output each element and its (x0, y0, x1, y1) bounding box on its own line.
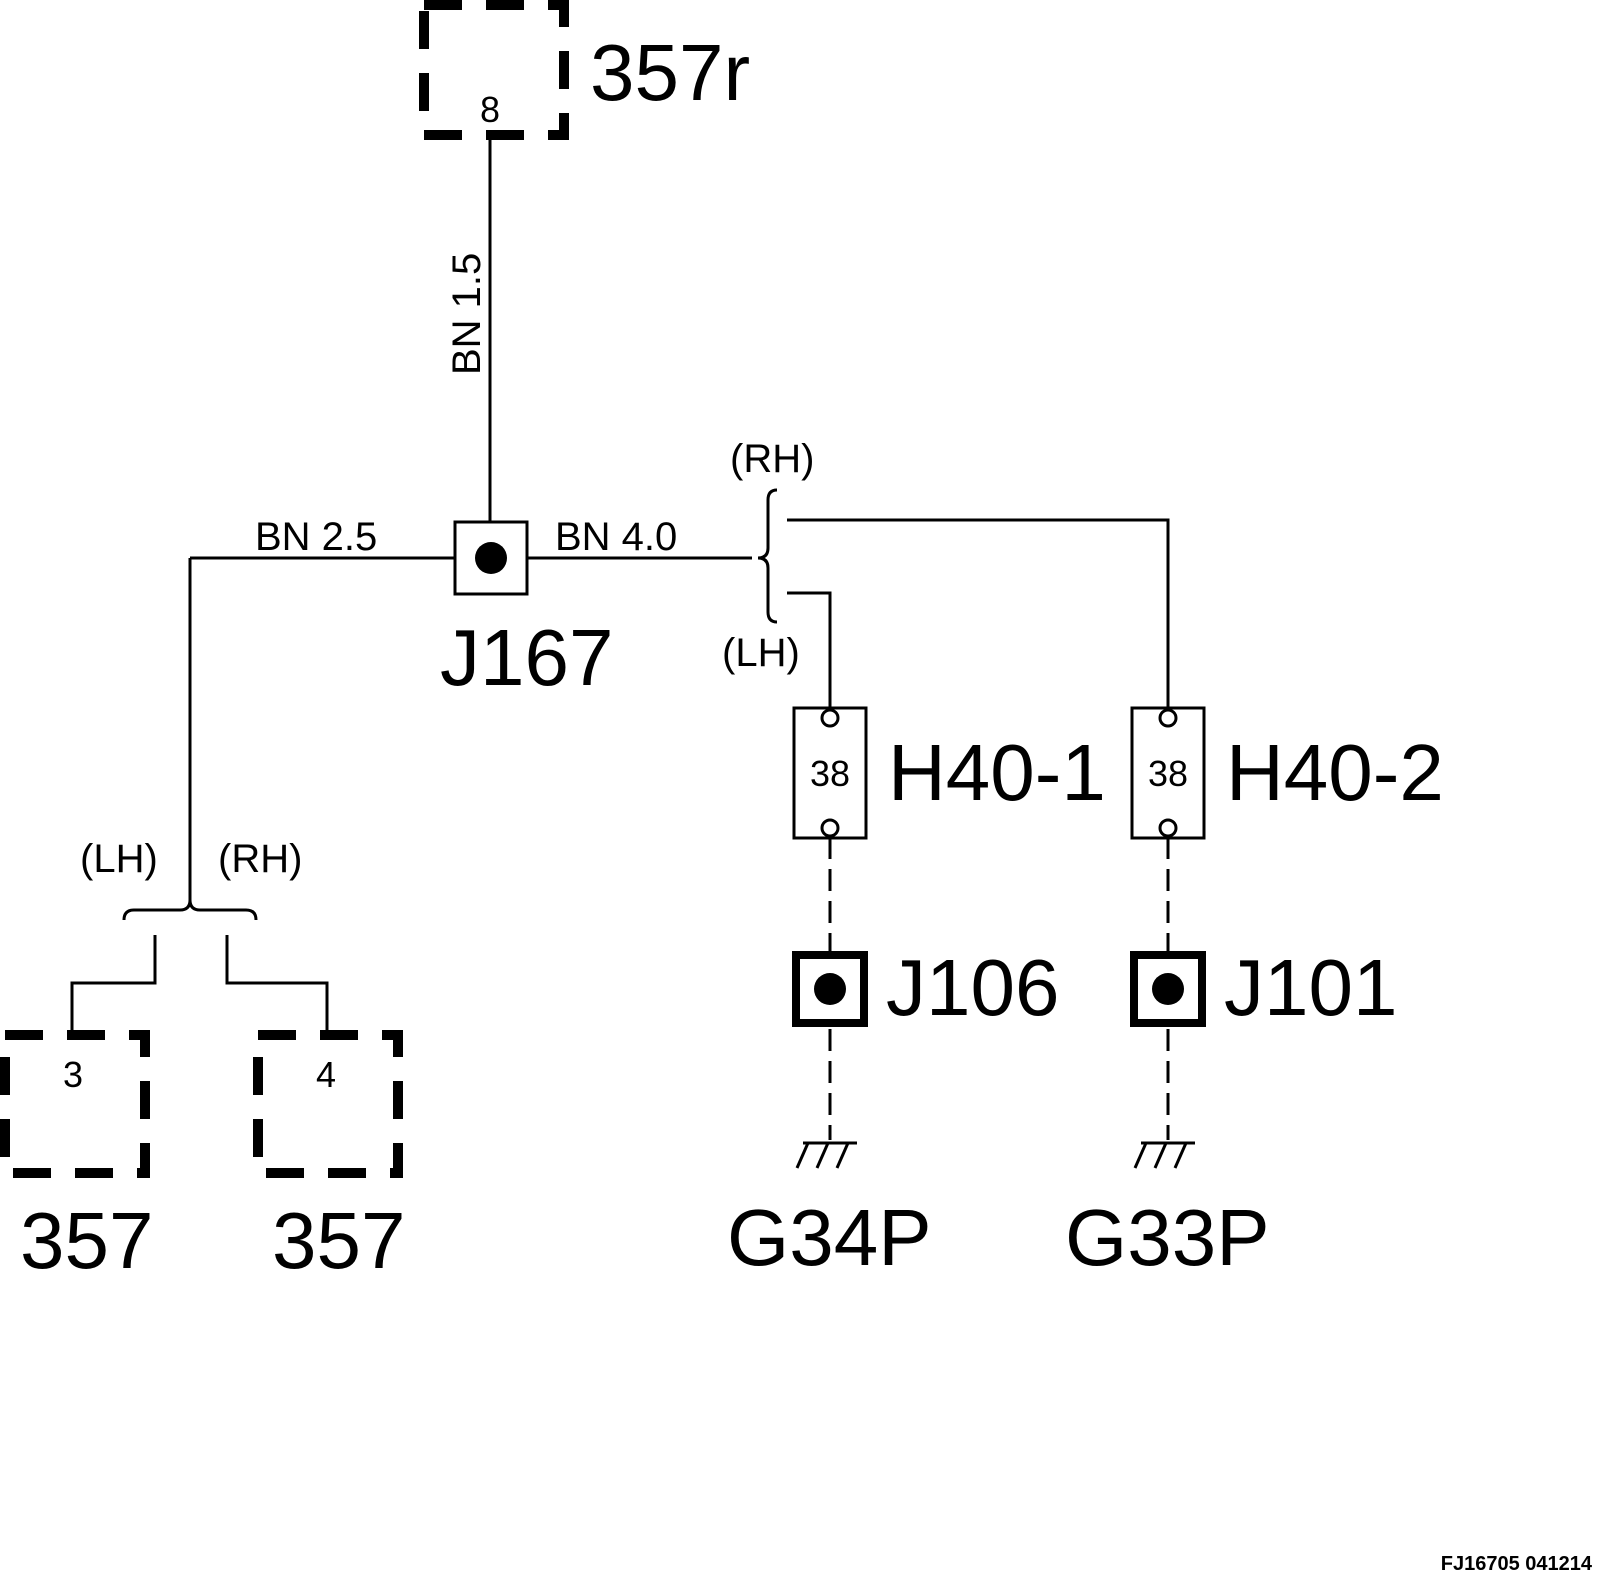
j101-label: J101 (1224, 943, 1397, 1032)
ground-g34p-label: G34P (727, 1193, 932, 1282)
harness-connector-h40-2: 38 H40-2 (1130, 706, 1444, 840)
splice-j167-label: J167 (440, 613, 613, 702)
h40-1-bottom-terminal (820, 818, 840, 838)
figure-code: FJ16705 041214 (1441, 1553, 1593, 1575)
connector-357r-label: 357r (590, 28, 750, 117)
ground-g33p-hatch-3 (1173, 1142, 1188, 1169)
splice-j167-dot (475, 542, 507, 574)
wire-left-label: BN 2.5 (255, 515, 377, 559)
connector-357r-outline (419, 0, 569, 140)
ground-g33p-hatch-1 (1133, 1142, 1148, 1169)
ground-g34p-hatch-2 (815, 1142, 830, 1169)
junction-j106: J106 (792, 943, 1059, 1032)
wire-right-label: BN 4.0 (555, 515, 677, 559)
connector-357-pin3-outline (0, 1030, 150, 1178)
ground-g33p-label: G33P (1065, 1193, 1270, 1282)
ground-g34p-hatch-1 (795, 1142, 810, 1169)
h40-1-label: H40-1 (888, 728, 1106, 817)
connector-357-pin4: 4 357 (253, 1030, 405, 1285)
branch-left-lh-label: (LH) (80, 837, 158, 881)
connector-357r: 8 357r (419, 0, 750, 140)
ground-g34p: G34P (727, 1141, 932, 1282)
ground-g33p-hatch-2 (1153, 1142, 1168, 1169)
h40-1-top-terminal (820, 708, 840, 728)
j106-label: J106 (886, 943, 1059, 1032)
connector-357-pin4-label: 357 (272, 1196, 405, 1285)
j106-box (792, 951, 868, 1027)
j101-dot (1152, 973, 1184, 1005)
h40-2-pin: 38 (1148, 753, 1188, 794)
harness-connector-h40-1: 38 H40-1 (792, 706, 1106, 840)
wire-vertical-label: BN 1.5 (445, 253, 489, 375)
ground-g34p-hatch-3 (835, 1142, 850, 1169)
junction-j101: J101 (1130, 943, 1397, 1032)
h40-2-top-terminal (1158, 708, 1178, 728)
h40-2-bottom-terminal (1158, 818, 1178, 838)
wire-branch-right-rh (787, 518, 1170, 708)
ground-g33p: G33P (1065, 1141, 1270, 1282)
connector-357-pin3: 3 357 (0, 1030, 153, 1285)
branch-left-rh-label: (RH) (218, 837, 302, 881)
wire-branch-lh (70, 935, 157, 1032)
branch-right-rh-label: (RH) (730, 437, 814, 481)
branch-brace-left (122, 899, 258, 921)
connector-357-pin3-pin: 3 (63, 1054, 83, 1095)
connector-357-pin4-pin: 4 (316, 1054, 336, 1095)
h40-2-label: H40-2 (1226, 728, 1444, 817)
branch-brace-right (757, 488, 778, 624)
wire-branch-right-lh (787, 591, 832, 708)
h40-2-box (1130, 706, 1206, 840)
branch-right-lh-label: (LH) (722, 631, 800, 675)
j106-dot (814, 973, 846, 1005)
connector-357-pin4-outline (253, 1030, 403, 1178)
wire-branch-rh (225, 935, 329, 1032)
connector-357r-pin: 8 (480, 89, 500, 130)
h40-1-pin: 38 (810, 753, 850, 794)
connector-357-pin3-label: 357 (20, 1196, 153, 1285)
